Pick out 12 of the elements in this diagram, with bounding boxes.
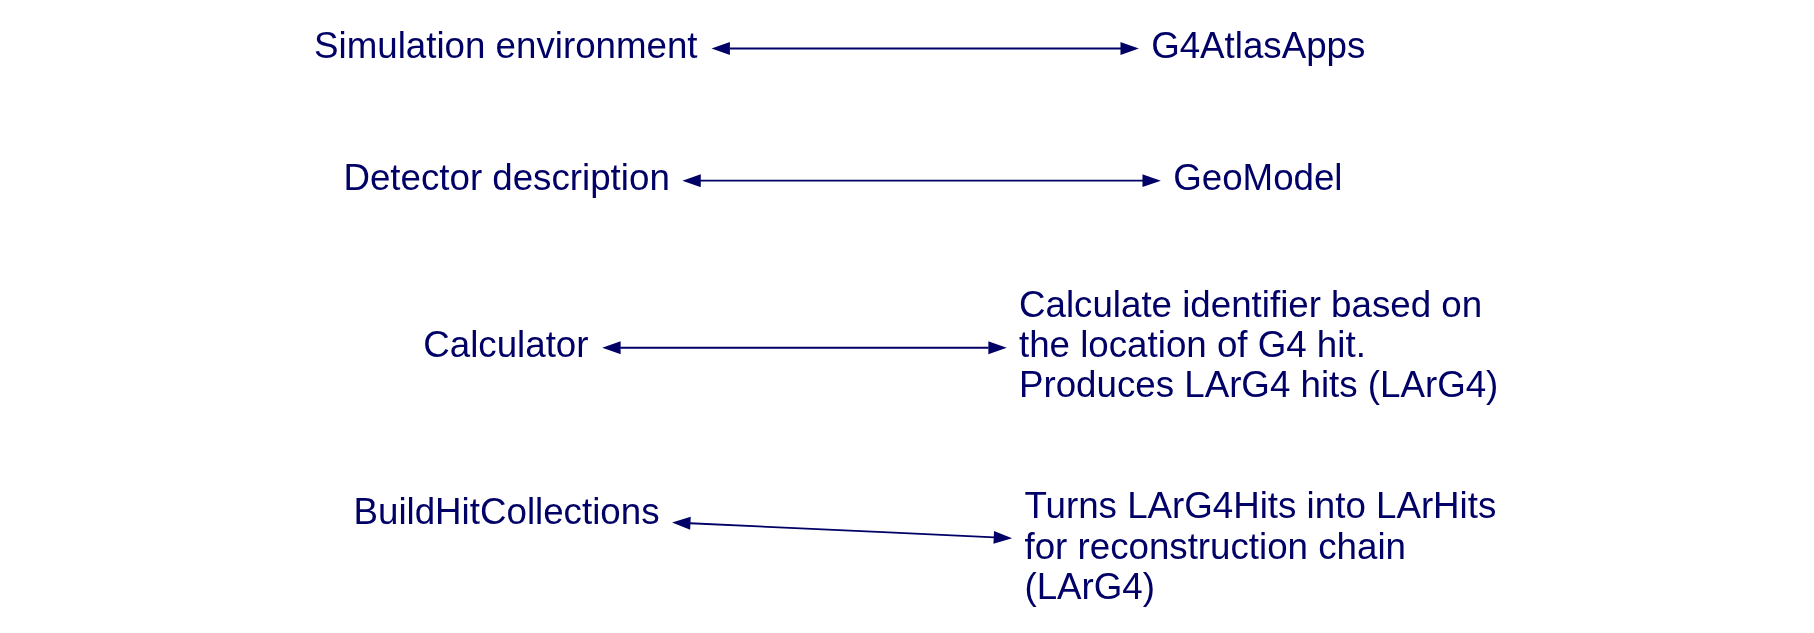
node-text: BuildHitCollections xyxy=(353,490,660,532)
arrow xyxy=(682,174,1161,188)
node-text: Simulation environment xyxy=(314,24,698,66)
node-text: Calculate identifier based on the location of G4 hit. Produces LArG4 hits (LArG4) xyxy=(1018,283,1499,406)
node-text: GeoModel xyxy=(1173,156,1343,198)
node-text: Detector description xyxy=(343,156,670,198)
node-text: G4AtlasApps xyxy=(1151,24,1366,66)
node-text: Calculator xyxy=(423,323,589,365)
node-text: Turns LArG4Hits into LArHits for reconstruction chain (LArG4) xyxy=(1024,485,1497,608)
arrow xyxy=(672,516,1013,544)
arrow xyxy=(711,42,1139,55)
arrow xyxy=(602,341,1007,355)
